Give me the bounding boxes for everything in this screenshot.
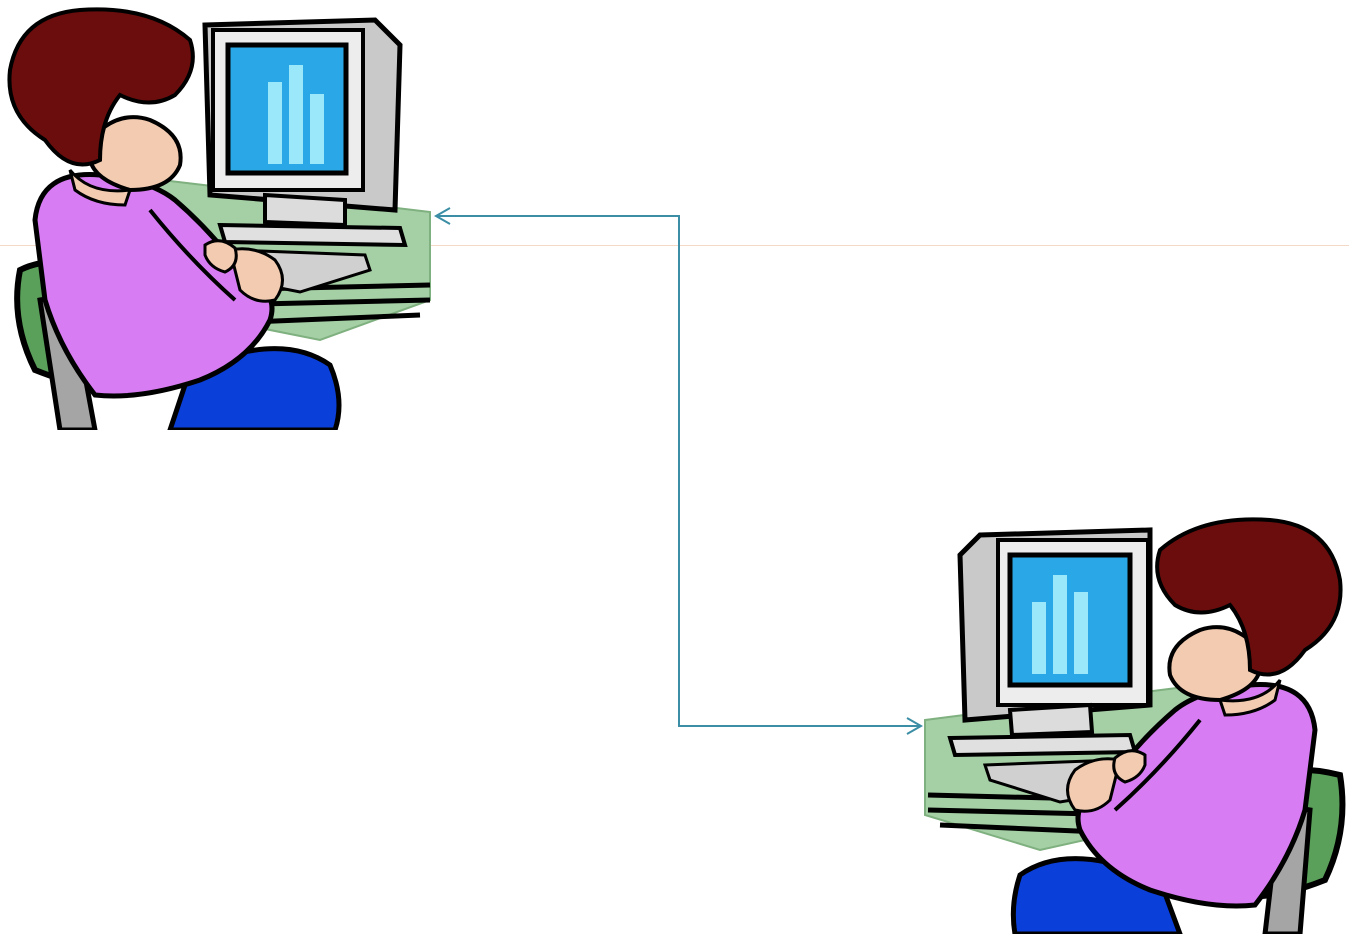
connector-line: [436, 216, 921, 726]
user-right-person-at-computer-icon: [920, 510, 1349, 934]
arrowhead-right: [907, 718, 921, 734]
user-left-person-at-computer-icon: [0, 0, 440, 430]
